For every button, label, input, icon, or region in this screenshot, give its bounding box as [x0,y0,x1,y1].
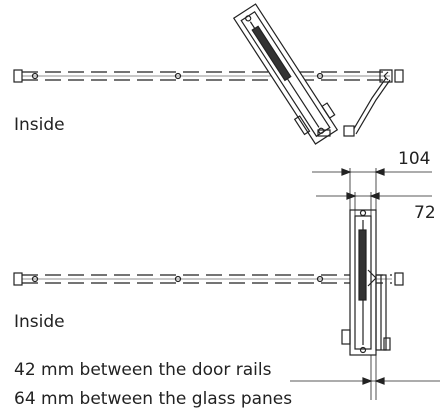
swing-door-panel [232,3,339,145]
screw [31,275,39,283]
dim-arrow [362,377,385,385]
bottom-inside-label: Inside [14,312,65,332]
folding-arm [351,77,387,133]
dim-arrow [341,168,385,176]
top-inside-label: Inside [14,115,65,135]
screw [316,72,324,80]
top-view [13,3,404,145]
screw [174,72,182,80]
right-end-cap [394,272,404,286]
folding-arm-2 [355,79,391,135]
left-end-cap [13,69,23,83]
note-glass-panes: 64 mm between the glass panes [14,389,293,409]
screw [174,275,182,283]
arm-bracket [343,125,355,137]
closed-door-panel [341,209,391,356]
bottom-view [13,168,440,400]
screw [31,72,39,80]
dimension-104: 104 [398,149,431,169]
dimension-72: 72 [414,203,436,223]
screw [316,275,324,283]
dim-arrow [346,192,380,200]
left-end-cap [13,272,23,286]
note-door-rails: 42 mm between the door rails [14,360,272,380]
right-end-cap [394,69,404,83]
arm-bracket-2 [317,129,331,137]
